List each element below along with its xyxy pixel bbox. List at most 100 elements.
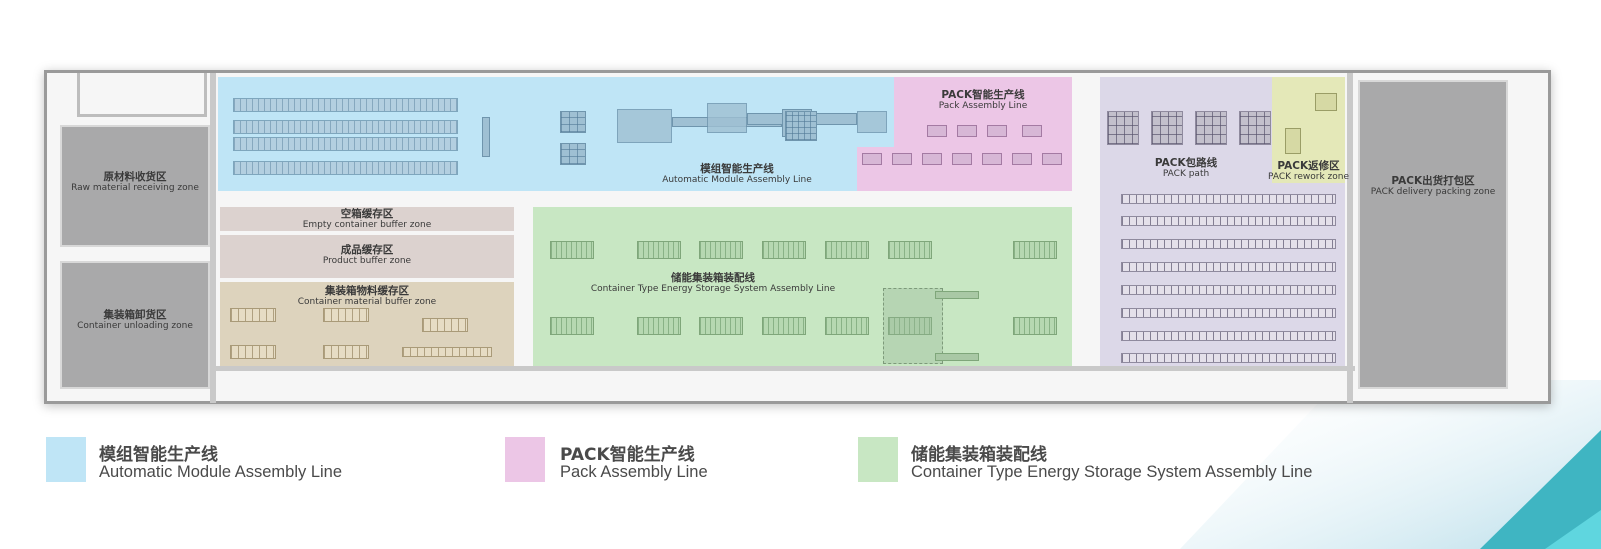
rework-station xyxy=(1315,93,1337,111)
pack-path-label-cn: PACK包路线 xyxy=(1154,157,1218,169)
container-assembly-label-en: Container Type Energy Storage System Ass… xyxy=(590,284,836,295)
pack-workstation xyxy=(862,153,882,165)
legend-swatch-module-line xyxy=(46,437,86,482)
material-pallet xyxy=(230,308,276,322)
pack-workstation xyxy=(1022,125,1042,137)
pack-workstation xyxy=(927,125,947,137)
pack-workstation xyxy=(1042,153,1062,165)
material-conveyor xyxy=(402,347,492,357)
container-unloading-label-en: Container unloading zone xyxy=(77,321,193,332)
legend-module-line-en: Automatic Module Assembly Line xyxy=(99,463,343,481)
pack-delivery-label-en: PACK delivery packing zone xyxy=(1370,187,1496,198)
pack-workstation xyxy=(922,153,942,165)
product-buffer-zone: 成品缓存区 Product buffer zone xyxy=(220,235,514,278)
pack-line-label-cn: PACK智能生产线 xyxy=(941,89,1025,101)
pack-rework-label-cn: PACK返修区 xyxy=(1277,160,1340,172)
container-assembly-label-cn: 储能集装箱装配线 xyxy=(671,272,755,284)
module-line-label-en: Automatic Module Assembly Line xyxy=(662,175,812,186)
container-assembly-line-zone xyxy=(533,207,1072,366)
container-module xyxy=(888,317,932,335)
module-buffer-grid xyxy=(560,111,586,133)
legend-pack-line-cn: PACK智能生产线 xyxy=(560,445,695,465)
container-module xyxy=(825,317,869,335)
container-module xyxy=(762,317,806,335)
pack-workstation xyxy=(892,153,912,165)
pack-buffer-rack xyxy=(1195,111,1227,145)
legend-swatch-pack-line xyxy=(505,437,545,482)
module-storage-rack xyxy=(233,161,458,175)
material-pallet xyxy=(323,308,369,322)
module-assembly-robot-cell xyxy=(617,109,672,143)
container-unloading-label-cn: 集装箱卸货区 xyxy=(103,309,167,321)
pack-workstation xyxy=(952,153,972,165)
module-storage-rack xyxy=(233,137,458,151)
pack-storage-row xyxy=(1121,216,1336,226)
container-module xyxy=(762,241,806,259)
container-module xyxy=(825,241,869,259)
container-module xyxy=(550,317,594,335)
module-buffer-grid xyxy=(560,143,586,165)
container-testing-rail xyxy=(935,291,979,299)
raw-material-receiving-zone: 原材料收货区 Raw material receiving zone xyxy=(60,125,210,247)
pack-buffer-rack xyxy=(1239,111,1271,145)
module-assembly-machine xyxy=(707,103,747,133)
pack-storage-row xyxy=(1121,262,1336,272)
raw-material-label-en: Raw material receiving zone xyxy=(71,183,199,194)
container-module xyxy=(888,241,932,259)
product-buffer-label-en: Product buffer zone xyxy=(322,256,412,267)
pack-storage-row xyxy=(1121,239,1336,249)
right-dock-divider xyxy=(1347,73,1353,403)
material-pallet xyxy=(422,318,468,332)
empty-container-buffer-zone: 空箱缓存区 Empty container buffer zone xyxy=(220,207,514,231)
pack-storage-row xyxy=(1121,331,1336,341)
pack-delivery-packing-zone: PACK出货打包区 PACK delivery packing zone xyxy=(1358,80,1508,389)
legend-container-line-cn: 储能集装箱装配线 xyxy=(911,445,1047,465)
container-module xyxy=(1013,317,1057,335)
legend-container-line-en: Container Type Energy Storage System Ass… xyxy=(911,463,1313,481)
product-buffer-label-cn: 成品缓存区 xyxy=(340,244,394,256)
container-unloading-zone: 集装箱卸货区 Container unloading zone xyxy=(60,261,210,389)
container-module xyxy=(550,241,594,259)
module-assembly-machine xyxy=(857,111,887,133)
pack-workstation xyxy=(1012,153,1032,165)
pack-path-label-en: PACK path xyxy=(1162,169,1210,180)
factory-floor-plan: 原材料收货区 Raw material receiving zone 集装箱卸货… xyxy=(44,70,1551,404)
container-module xyxy=(637,317,681,335)
empty-container-label-en: Empty container buffer zone xyxy=(302,220,432,231)
pack-storage-row xyxy=(1121,285,1336,295)
rework-station xyxy=(1285,128,1301,154)
module-storage-rack xyxy=(233,98,458,112)
legend-module-line-cn: 模组智能生产线 xyxy=(99,445,218,465)
legend-pack-line-en: Pack Assembly Line xyxy=(560,463,708,481)
module-buffer-stack xyxy=(482,117,490,157)
pack-storage-row xyxy=(1121,308,1336,318)
container-module xyxy=(699,317,743,335)
pack-assembly-line-zone xyxy=(894,77,1072,191)
container-material-label-en: Container material buffer zone xyxy=(297,297,437,308)
module-storage-rack xyxy=(233,120,458,134)
pack-rework-label-en: PACK rework zone xyxy=(1267,172,1350,183)
pack-line-label-en: Pack Assembly Line xyxy=(938,101,1028,112)
pack-workstation xyxy=(982,153,1002,165)
office-rooms xyxy=(77,73,207,117)
container-module xyxy=(1013,241,1057,259)
empty-container-label-cn: 空箱缓存区 xyxy=(340,208,394,220)
raw-material-label-cn: 原材料收货区 xyxy=(103,171,167,183)
pack-storage-row xyxy=(1121,194,1336,204)
pack-workstation xyxy=(987,125,1007,137)
container-testing-rail xyxy=(935,353,979,361)
bottom-corridor-wall xyxy=(210,366,1355,371)
pack-delivery-label-cn: PACK出货打包区 xyxy=(1391,175,1475,187)
left-dock-divider xyxy=(210,73,216,403)
module-line-label-cn: 模组智能生产线 xyxy=(700,163,774,175)
legend-swatch-container-line xyxy=(858,437,898,482)
pack-storage-row xyxy=(1121,353,1336,363)
pack-buffer-rack xyxy=(1107,111,1139,145)
container-module xyxy=(699,241,743,259)
material-pallet xyxy=(230,345,276,359)
material-pallet xyxy=(323,345,369,359)
pack-workstation xyxy=(957,125,977,137)
container-testing-cell xyxy=(883,288,943,364)
module-assembly-grid xyxy=(785,111,817,141)
